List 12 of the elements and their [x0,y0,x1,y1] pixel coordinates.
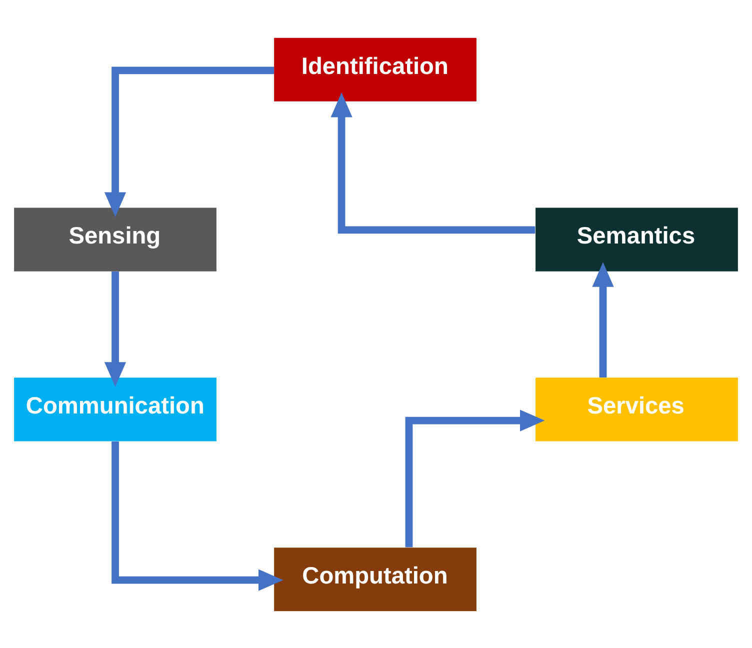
arrow [405,409,545,547]
arrow [112,441,284,590]
arrow [104,66,274,216]
arrow [104,271,126,386]
arrow [330,92,536,234]
node-box: Communication [14,377,216,441]
node-box: Semantics [536,207,738,271]
arrow [592,262,614,377]
node-box: Computation [274,547,476,611]
node-box: Identification [274,37,476,101]
node-box: Services [536,377,738,441]
node-box: Sensing [14,207,216,271]
